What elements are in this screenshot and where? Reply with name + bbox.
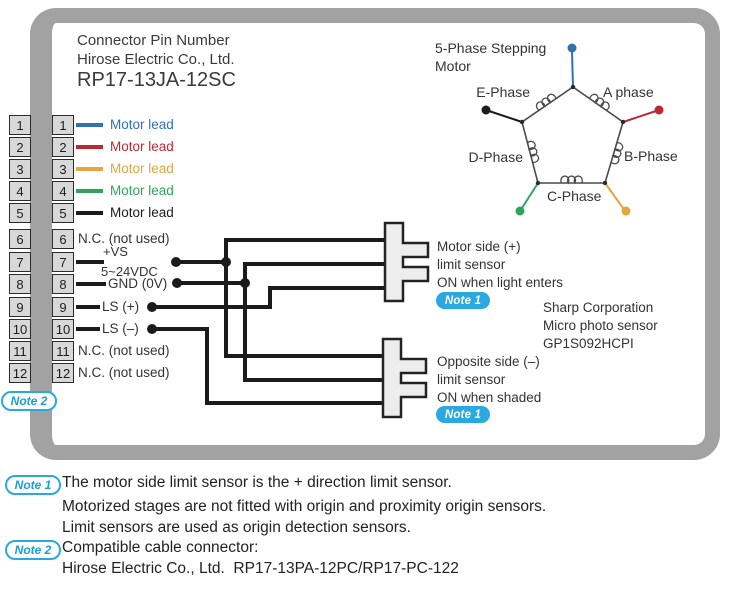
pin-stub-wire xyxy=(76,260,104,264)
motor-lead-wire xyxy=(76,189,103,193)
pin-box-inner: 11 xyxy=(52,341,74,361)
pin-box-outer: 5 xyxy=(9,203,31,223)
pin-box-outer: 11 xyxy=(9,341,31,361)
lower-sensor-label-line1: Opposite side (–) xyxy=(437,354,540,369)
pin-label: Motor lead xyxy=(110,183,174,198)
pin-label: Motor lead xyxy=(110,161,174,176)
note1-text-line1: The motor side limit sensor is the + dir… xyxy=(62,474,452,491)
lower-sensor-label-line3: ON when shaded xyxy=(437,390,542,405)
sensor-maker-line3: GP1S092HCPI xyxy=(543,336,634,351)
pin-label: N.C. (not used) xyxy=(78,343,170,358)
pin-label: 5~24VDC xyxy=(101,264,158,279)
motor-lead-wire xyxy=(76,211,103,215)
pin-stub-wire xyxy=(76,282,106,286)
pin-box-inner: 6 xyxy=(52,229,74,249)
pin-stub-wire xyxy=(76,327,100,331)
pin-box-inner: 1 xyxy=(52,115,74,135)
note1-badge-upper-sensor: Note 1 xyxy=(436,292,490,309)
motor-lead-wire xyxy=(76,123,103,127)
note2-text-line1: Compatible cable connector: xyxy=(62,539,259,556)
pin-label: N.C. (not used) xyxy=(78,231,170,246)
pin-box-outer: 1 xyxy=(9,115,31,135)
note1-badge-footnote: Note 1 xyxy=(5,475,61,495)
pin-box-inner: 8 xyxy=(52,274,74,294)
label-d-phase: D-Phase xyxy=(468,149,523,165)
pin-stub-wire xyxy=(76,305,100,309)
pin-box-outer: 7 xyxy=(9,252,31,272)
pin-label: Motor lead xyxy=(110,205,174,220)
pin-box-inner: 12 xyxy=(52,363,74,383)
upper-sensor-label-line1: Motor side (+) xyxy=(437,239,521,254)
note1-text-line2: Motorized stages are not fitted with ori… xyxy=(62,498,547,515)
pin-box-inner: 10 xyxy=(52,319,74,339)
pin-box-inner: 3 xyxy=(52,159,74,179)
pin-label: Motor lead xyxy=(110,139,174,154)
pin-label: N.C. (not used) xyxy=(78,365,170,380)
sensor-maker-line1: Sharp Corporation xyxy=(543,300,654,315)
pin-label: Motor lead xyxy=(110,117,174,132)
motor-lead-wire xyxy=(76,145,103,149)
header-title-line2: Hirose Electric Co., Ltd. xyxy=(77,51,235,68)
motor-title-line1: 5-Phase Stepping xyxy=(435,40,547,56)
header-model-number: RP17-13JA-12SC xyxy=(77,69,236,91)
pin-label: LS (+) xyxy=(102,299,140,314)
pin-box-inner: 2 xyxy=(52,137,74,157)
pin-box-outer: 2 xyxy=(9,137,31,157)
label-b-phase: B-Phase xyxy=(624,148,678,164)
pin-label: +VS xyxy=(103,244,128,259)
pin-box-outer: 12 xyxy=(9,363,31,383)
pin-box-inner: 7 xyxy=(52,252,74,272)
upper-sensor-label-line2: limit sensor xyxy=(437,257,506,272)
pin-box-outer: 8 xyxy=(9,274,31,294)
note1-badge-lower-sensor: Note 1 xyxy=(436,406,490,423)
note2-text-line2: Hirose Electric Co., Ltd. RP17-13PA-12PC… xyxy=(62,560,459,577)
note1-text-line3: Limit sensors are used as origin detecti… xyxy=(62,519,411,536)
motor-title-line2: Motor xyxy=(435,58,471,74)
label-a-phase: A phase xyxy=(603,84,654,100)
pin-box-outer: 9 xyxy=(9,297,31,317)
pin-box-outer: 10 xyxy=(9,319,31,339)
pin-box-inner: 4 xyxy=(52,181,74,201)
motor-lead-wire xyxy=(76,167,103,171)
header-title-line1: Connector Pin Number xyxy=(77,32,230,49)
label-c-phase: C-Phase xyxy=(547,188,602,204)
pin-box-inner: 5 xyxy=(52,203,74,223)
upper-sensor-label-line3: ON when light enters xyxy=(437,275,564,290)
pin-box-inner: 9 xyxy=(52,297,74,317)
label-e-phase: E-Phase xyxy=(476,84,530,100)
pin-box-outer: 3 xyxy=(9,159,31,179)
note2-badge-pin-column: Note 2 xyxy=(1,391,57,411)
pin-box-outer: 6 xyxy=(9,229,31,249)
note2-badge-footnote: Note 2 xyxy=(5,540,61,560)
pin-label: LS (–) xyxy=(102,321,139,336)
lower-sensor-label-line2: limit sensor xyxy=(437,372,506,387)
sensor-maker-line2: Micro photo sensor xyxy=(543,318,658,333)
pin-label: GND (0V) xyxy=(108,276,168,291)
pin-box-outer: 4 xyxy=(9,181,31,201)
